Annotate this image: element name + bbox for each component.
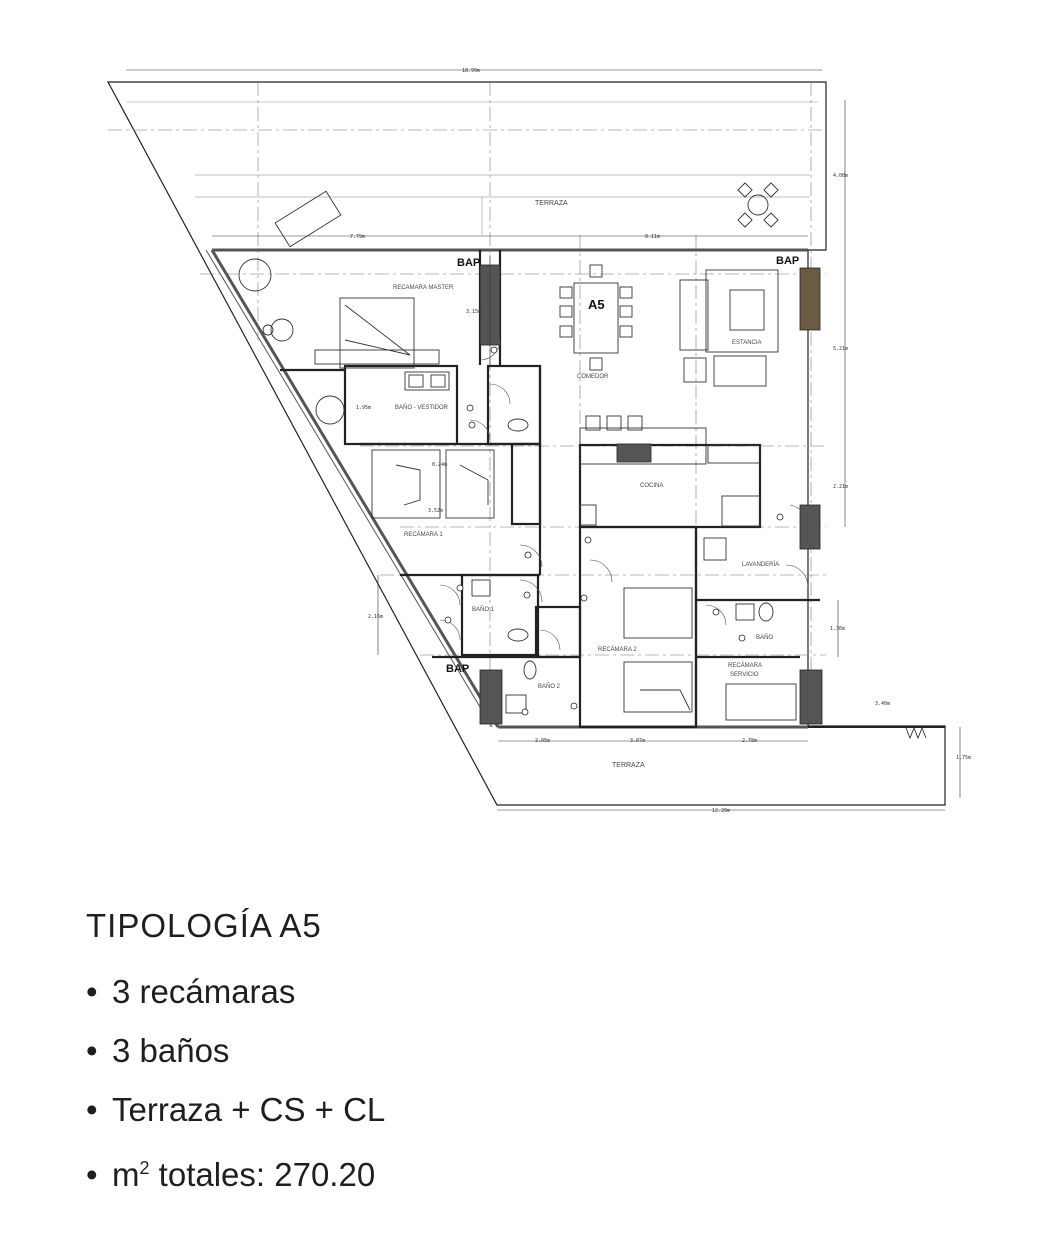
feature-text: 3 baños	[112, 1031, 230, 1069]
bullet: •	[86, 1031, 98, 1069]
unit-labels: A5 BAP BAP BAP	[446, 255, 799, 675]
dim-bottom-total: 12.28m	[712, 808, 730, 814]
bap-label-2: BAP	[776, 255, 799, 267]
floor-plan: 18.99m 7.79m 8.11m 4.00m 5.21m 2.21m 1.3…	[106, 68, 971, 814]
bullet: •	[86, 1090, 98, 1128]
feature-item: • Terraza + CS + CL	[86, 1080, 986, 1139]
dim-bottom-2: 3.07m	[630, 738, 645, 744]
dim-right-1: 4.00m	[833, 173, 848, 179]
label-bano: BAÑO	[756, 634, 773, 641]
label-terraza-bottom: TERRAZA	[612, 762, 645, 769]
label-recamara-servicio-2: SERVICIO	[730, 672, 759, 678]
dim-right-2: 5.21m	[833, 346, 848, 352]
feature-text: 3 recámaras	[112, 972, 296, 1010]
dim-right-4: 1.36m	[830, 626, 845, 632]
label-terraza-top: TERRAZA	[535, 200, 568, 207]
label-recamara-master: RECAMARA MASTER	[393, 285, 454, 291]
label-estancia: ESTANCIA	[732, 340, 762, 346]
dim-top-total: 18.99m	[462, 68, 480, 74]
feature-item: • 3 baños	[86, 1021, 986, 1080]
label-comedor: COMEDOR	[577, 374, 609, 380]
bap-label-1: BAP	[457, 257, 480, 269]
dim-rec1: 3.52m	[428, 508, 443, 514]
dim-top-right: 8.11m	[645, 234, 660, 240]
bullet: •	[86, 1155, 98, 1193]
unit-label: A5	[588, 297, 605, 312]
bap-label-3: BAP	[446, 663, 469, 675]
label-recamara-1: RECÁMARA 1	[404, 531, 443, 538]
label-cocina: COCINA	[640, 483, 663, 489]
furniture	[238, 182, 797, 721]
label-recamara-servicio-1: RECÁMARA	[728, 662, 762, 669]
dim-left: 2.16m	[368, 614, 383, 620]
interior-walls	[280, 250, 820, 729]
area-text: totales: 270.20	[149, 1155, 376, 1193]
feature-item-area: • m2 totales: 270.20	[86, 1139, 986, 1204]
dim-small: 0.24m	[432, 462, 447, 468]
feature-list: • 3 recámaras • 3 baños • Terraza + CS + CL…	[86, 962, 986, 1204]
label-recamara-2: RECÁMARA 2	[598, 646, 637, 653]
entrance-stair-icon	[902, 725, 930, 740]
dimension-labels: 18.99m 7.79m 8.11m 4.00m 5.21m 2.21m 1.3…	[350, 68, 971, 814]
label-lavanderia: LAVANDERÍA	[742, 561, 779, 568]
door-swings	[439, 339, 809, 651]
area-unit: m	[112, 1155, 140, 1193]
dim-master: 3.15m	[466, 309, 481, 315]
label-bano-vestidor: BAÑO - VESTIDOR	[395, 404, 449, 411]
dimension-lines	[126, 69, 961, 811]
bullet: •	[86, 972, 98, 1010]
dim-vestidor: 1.95m	[356, 405, 371, 411]
axis-lines	[108, 82, 826, 727]
room-labels: TERRAZA RECAMARA MASTER COMEDOR ESTANCIA…	[393, 200, 779, 769]
feature-item: • 3 recámaras	[86, 962, 986, 1021]
area-unit-superscript: 2	[139, 1157, 150, 1178]
dim-bottom-1: 2.05m	[535, 738, 550, 744]
label-bano-2: BAÑO 2	[538, 683, 561, 690]
fixture-markers	[444, 346, 784, 716]
dim-bottom-3: 2.78m	[742, 738, 757, 744]
terrace-rails	[195, 174, 810, 235]
feature-text: Terraza + CS + CL	[112, 1090, 386, 1128]
unit-info: TIPOLOGÍA A5 • 3 recámaras • 3 baños • Terr…	[86, 905, 986, 1204]
unit-title: TIPOLOGÍA A5	[86, 907, 322, 944]
dim-right-3: 2.21m	[833, 484, 848, 490]
dim-right-6: 1.75m	[956, 755, 971, 761]
dim-top-left: 7.79m	[350, 234, 365, 240]
dim-right-5: 3.40m	[875, 701, 890, 707]
label-bano-1: BAÑO 1	[472, 606, 495, 613]
